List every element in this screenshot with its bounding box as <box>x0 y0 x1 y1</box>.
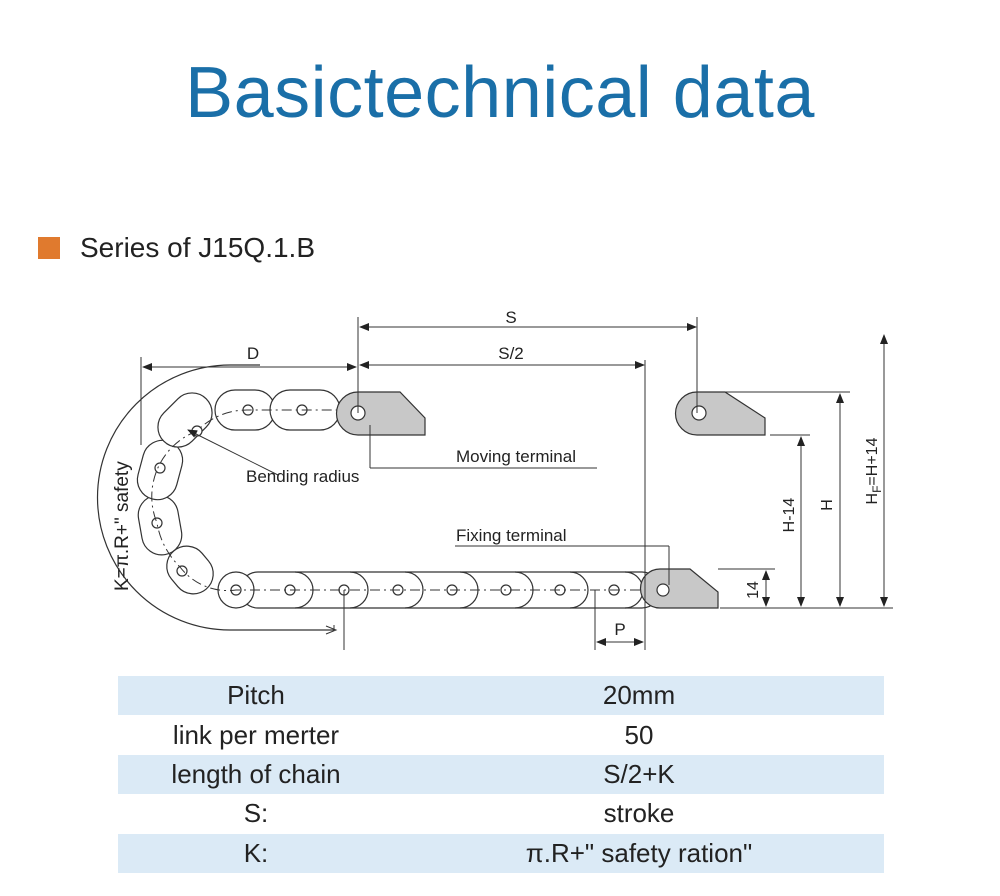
spec-key: Pitch <box>118 676 394 716</box>
spec-value: stroke <box>603 798 675 829</box>
label-p: P <box>614 620 625 639</box>
label-d: D <box>247 344 259 363</box>
label-h-minus-14: H-14 <box>781 498 798 533</box>
table-row: K:π.R+" safety ration" <box>118 833 884 873</box>
label-h: H <box>819 499 836 511</box>
moving-terminal-end-shape <box>674 391 766 436</box>
series-heading: Series of J15Q.1.B <box>38 232 315 264</box>
spec-key: length of chain <box>118 754 394 795</box>
label-14: 14 <box>745 581 762 599</box>
square-bullet-icon <box>38 237 60 259</box>
spec-value: 50 <box>624 719 654 750</box>
label-bending-radius: Bending radius <box>246 467 359 486</box>
k-length-arc <box>96 364 334 631</box>
spec-value: 20mm <box>394 676 884 716</box>
spec-value: S/2+K <box>394 754 884 795</box>
label-s-half: S/2 <box>498 344 524 363</box>
page-title: Basictechnical data <box>185 53 815 133</box>
table-row: S: stroke <box>118 794 884 833</box>
bending-radius-leader <box>187 429 279 476</box>
chain-links-bend <box>136 389 341 595</box>
spec-key: S: <box>243 798 269 829</box>
chain-centerline <box>151 409 660 592</box>
label-fixing-terminal: Fixing terminal <box>456 526 567 545</box>
label-hf: HF=H+14 <box>864 437 884 504</box>
drag-chain-diagram: S S/2 D Moving terminal Bending radius F… <box>96 308 893 650</box>
spec-key: link per merter <box>172 719 340 750</box>
label-s: S <box>505 308 516 327</box>
label-k-formula: K=π.R+" safety <box>112 461 133 591</box>
table-row: link per merter 50 <box>118 715 884 754</box>
label-moving-terminal: Moving terminal <box>456 447 576 466</box>
spec-value: π.R+" safety ration" <box>394 833 884 873</box>
fixing-terminal-shape <box>639 568 719 609</box>
spec-key: K: <box>118 833 394 873</box>
series-label: Series of J15Q.1.B <box>80 232 316 263</box>
moving-terminal-shape <box>335 391 426 436</box>
